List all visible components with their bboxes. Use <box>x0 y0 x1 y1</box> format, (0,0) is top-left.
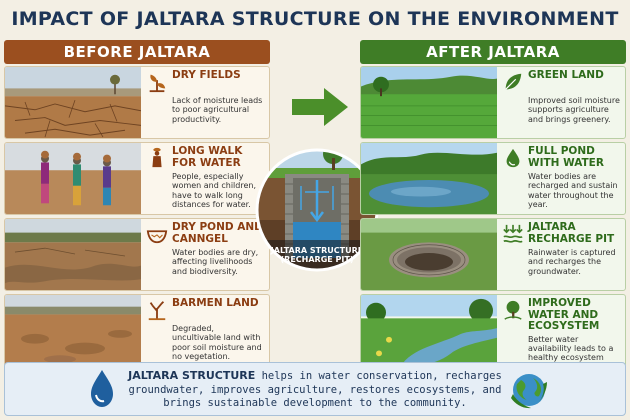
ecosystem-photo <box>361 295 497 366</box>
page-title: IMPACT OF JALTARA STRUCTURE ON THE ENVIR… <box>11 8 619 30</box>
tree-icon <box>501 298 525 322</box>
after-row-ecosystem: IMPROVED WATER AND ECOSYSTEM Better wate… <box>360 294 626 367</box>
long-walk-info: LONG WALK FOR WATER People, especially w… <box>141 143 269 214</box>
recharge-pit-info: JALTARA RECHARGE PIT Rainwater is captur… <box>497 219 625 290</box>
dry-bowl-icon <box>145 222 169 246</box>
recharge-pit-photo <box>361 219 497 290</box>
recharge-pit-text: Rainwater is captured and recharges the … <box>528 248 616 276</box>
barren-land-text: Degraded, uncultivable land with poor so… <box>172 324 262 361</box>
full-pond-info: FULL POND WITH WATER Water bodies are re… <box>497 143 625 214</box>
globe-with-leaves-icon <box>511 374 547 409</box>
long-walk-title: LONG WALK FOR WATER <box>172 145 243 169</box>
water-drop-icon <box>91 370 113 407</box>
after-row-recharge-pit: JALTARA RECHARGE PIT Rainwater is captur… <box>360 218 626 291</box>
dry-pond-title: DRY POND AND CANNGEL <box>172 221 263 245</box>
long-walk-photo <box>5 143 141 214</box>
after-row-full-pond: FULL POND WITH WATER Water bodies are re… <box>360 142 626 215</box>
ecosystem-info: IMPROVED WATER AND ECOSYSTEM Better wate… <box>497 295 625 366</box>
dry-fields-photo <box>5 67 141 138</box>
summary-bold: JALTARA STRUCTURE <box>128 369 256 382</box>
green-land-title: GREEN LAND <box>528 69 604 81</box>
before-row-dry-pond: DRY POND AND CANNGEL Water bodies are dr… <box>4 218 270 291</box>
summary-footer: JALTARA STRUCTURE helps in water conserv… <box>4 362 626 416</box>
before-row-barren-land: BARMEN LAND Degraded, uncultivable land … <box>4 294 270 367</box>
ecosystem-title: IMPROVED WATER AND ECOSYSTEM <box>528 297 600 332</box>
summary-body: helps in water conservation, recharges g… <box>128 370 502 409</box>
transition-arrow-icon <box>292 88 348 126</box>
recharge-pit-title: JALTARA RECHARGE PIT <box>528 221 615 245</box>
well-label-line1: JALTARA STRUCTURE <box>270 246 364 255</box>
green-land-photo <box>361 67 497 138</box>
green-land-info: GREEN LAND Improved soil moisture suppor… <box>497 67 625 138</box>
after-column: GREEN LAND Improved soil moisture suppor… <box>360 66 626 370</box>
after-row-green-land: GREEN LAND Improved soil moisture suppor… <box>360 66 626 139</box>
long-walk-text: People, especially women and children, h… <box>172 172 256 209</box>
after-header: AFTER JALTARA <box>360 40 626 64</box>
recharge-well-illustration <box>255 148 379 272</box>
leaf-icon <box>501 70 525 94</box>
barren-tree-icon <box>145 298 169 322</box>
before-header: BEFORE JALTARA <box>4 40 270 64</box>
barren-land-photo <box>5 295 141 366</box>
before-row-dry-fields: DRY FIELDS Lack of moisture leads to poo… <box>4 66 270 139</box>
wilting-plant-icon <box>145 70 169 94</box>
dry-fields-title: DRY FIELDS <box>172 69 241 81</box>
dry-fields-info: DRY FIELDS Lack of moisture leads to poo… <box>141 67 269 138</box>
person-carrying-water-icon <box>145 146 169 170</box>
before-column: DRY FIELDS Lack of moisture leads to poo… <box>4 66 270 370</box>
well-label-line2: (RECHARGE PIT) <box>280 255 354 264</box>
dry-pond-photo <box>5 219 141 290</box>
recharge-arrows-icon <box>501 222 525 246</box>
summary-text: JALTARA STRUCTURE helps in water conserv… <box>123 369 507 411</box>
well-label: JALTARA STRUCTURE (RECHARGE PIT) <box>262 246 372 264</box>
barren-land-info: BARMEN LAND Degraded, uncultivable land … <box>141 295 269 366</box>
water-drop-icon <box>501 146 525 170</box>
full-pond-text: Water bodies are recharged and sustain w… <box>528 172 618 209</box>
green-land-text: Improved soil moisture supports agricult… <box>528 96 620 124</box>
full-pond-title: FULL POND WITH WATER <box>528 145 604 169</box>
full-pond-photo <box>361 143 497 214</box>
dry-pond-info: DRY POND AND CANNGEL Water bodies are dr… <box>141 219 269 290</box>
dry-pond-text: Water bodies are dry, affecting liveliho… <box>172 248 259 276</box>
dry-fields-text: Lack of moisture leads to poor agricultu… <box>172 96 263 124</box>
before-row-long-walk: LONG WALK FOR WATER People, especially w… <box>4 142 270 215</box>
barren-land-title: BARMEN LAND <box>172 297 259 309</box>
